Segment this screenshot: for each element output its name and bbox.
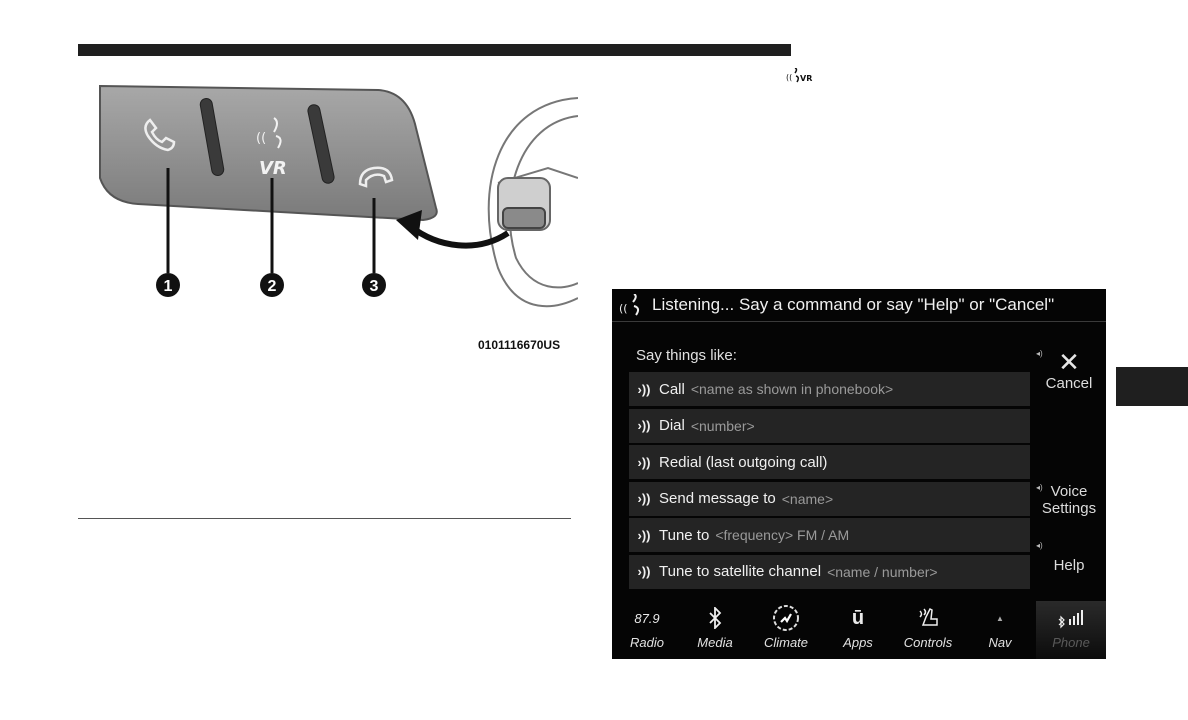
uconnect-voice-screen: (( Listening... Say a command or say "He… bbox=[612, 289, 1106, 659]
radio-frequency: 87.9 bbox=[634, 610, 660, 626]
voice-settings-label-line1: Voice bbox=[1050, 483, 1088, 500]
command-text: Tune to bbox=[659, 526, 710, 544]
nav-label: Media bbox=[697, 635, 733, 650]
command-dial[interactable]: ›)) Dial <number> bbox=[629, 408, 1030, 443]
uconnect-apps-icon: ū bbox=[851, 606, 865, 629]
command-call[interactable]: ›)) Call <name as shown in phonebook> bbox=[629, 372, 1030, 406]
nav-media[interactable]: Media bbox=[680, 601, 750, 659]
steering-wheel-drawing bbox=[487, 97, 578, 308]
command-hint: <name / number> bbox=[827, 563, 938, 580]
callout-3: 3 bbox=[362, 273, 386, 297]
listening-prompt: Listening... Say a command or say "Help"… bbox=[652, 295, 1055, 314]
button-panel bbox=[99, 84, 438, 222]
callout-1: 1 bbox=[156, 273, 180, 297]
command-send-message[interactable]: ›)) Send message to <name> bbox=[629, 481, 1030, 516]
nav-icon: ▲ bbox=[996, 613, 1004, 623]
steering-wheel-voice-buttons-illustration: (( VR 1 2 3 bbox=[99, 84, 578, 308]
nav-label: Nav bbox=[988, 635, 1012, 650]
cancel-label: Cancel bbox=[1045, 375, 1093, 392]
command-hint: <number> bbox=[690, 417, 755, 434]
command-text: Call bbox=[659, 380, 685, 398]
section-divider bbox=[78, 518, 571, 519]
speaker-icon: ›)) bbox=[637, 491, 651, 507]
speaker-icon: ›)) bbox=[637, 527, 651, 543]
speaker-icon: ›)) bbox=[637, 381, 651, 397]
svg-text:2: 2 bbox=[268, 278, 277, 295]
speaker-icon: ›)) bbox=[637, 564, 651, 580]
svg-text:3: 3 bbox=[370, 278, 379, 295]
phone-hangup-icon bbox=[358, 166, 394, 188]
command-text: Tune to satellite channel bbox=[659, 563, 822, 581]
nav-label: Phone bbox=[1052, 635, 1090, 650]
bottom-nav-bar: 87.9 Radio Media Climate ū Apps Controls bbox=[612, 601, 1106, 659]
inline-vr-icon: (( VR bbox=[786, 68, 812, 83]
svg-text:VR: VR bbox=[800, 74, 812, 83]
command-text: Send message to bbox=[659, 490, 776, 508]
nav-controls[interactable]: Controls bbox=[893, 601, 963, 659]
nav-nav[interactable]: ▲ Nav bbox=[965, 601, 1035, 659]
svg-text:((: (( bbox=[256, 131, 266, 146]
voice-settings-button[interactable]: ◂) Voice Settings bbox=[1032, 483, 1106, 517]
help-label: Help bbox=[1053, 557, 1085, 574]
callout-2: 2 bbox=[260, 273, 284, 297]
bluetooth-icon bbox=[680, 601, 750, 635]
command-hint: <name> bbox=[781, 490, 834, 507]
nav-apps[interactable]: ū Apps bbox=[823, 601, 893, 659]
screen-header: (( Listening... Say a command or say "He… bbox=[612, 289, 1106, 322]
svg-text:1: 1 bbox=[164, 278, 173, 295]
nav-label: Climate bbox=[763, 635, 809, 650]
command-text: Dial bbox=[659, 417, 685, 435]
speaker-icon: ›)) bbox=[637, 418, 651, 434]
controls-icon bbox=[893, 601, 963, 635]
command-text: Redial (last outgoing call) bbox=[659, 453, 828, 471]
command-hint: <name as shown in phonebook> bbox=[690, 381, 894, 397]
phone-answer-icon bbox=[144, 118, 176, 152]
vr-label: VR bbox=[259, 158, 287, 179]
small-speaker-icon: ◂) bbox=[1036, 483, 1043, 492]
voice-recognition-icon: (( bbox=[612, 289, 652, 321]
cancel-button[interactable]: ◂) ✕ Cancel bbox=[1032, 349, 1106, 392]
close-icon: ✕ bbox=[1058, 347, 1080, 377]
command-redial[interactable]: ›)) Redial (last outgoing call) bbox=[629, 445, 1030, 480]
top-header-bar bbox=[78, 44, 791, 56]
small-speaker-icon: ◂) bbox=[1036, 349, 1043, 358]
nav-label: Radio bbox=[630, 635, 664, 650]
say-things-label: Say things like: bbox=[636, 347, 737, 364]
phone-signal-icon bbox=[1036, 601, 1106, 635]
chapter-side-tab bbox=[1116, 367, 1188, 406]
pointer-arrow bbox=[408, 223, 510, 249]
command-tune-to[interactable]: ›)) Tune to <frequency> FM / AM bbox=[629, 518, 1030, 553]
speaker-icon: ›)) bbox=[637, 454, 651, 470]
nav-climate[interactable]: Climate bbox=[751, 601, 821, 659]
command-hint: <frequency> FM / AM bbox=[715, 527, 850, 544]
svg-text:((: (( bbox=[786, 73, 792, 82]
voice-settings-label-line2: Settings bbox=[1041, 500, 1097, 517]
climate-icon bbox=[751, 601, 821, 635]
nav-label: Controls bbox=[903, 635, 953, 650]
command-tune-satellite[interactable]: ›)) Tune to satellite channel <name / nu… bbox=[629, 554, 1030, 589]
nav-radio[interactable]: 87.9 Radio bbox=[612, 601, 682, 659]
figure-part-number: 0101116670US bbox=[478, 338, 561, 352]
help-button[interactable]: ◂) Help bbox=[1032, 541, 1106, 574]
voice-recognition-icon: (( VR bbox=[256, 117, 287, 179]
svg-text:((: (( bbox=[619, 302, 628, 315]
command-list: ›)) Call <name as shown in phonebook> ›)… bbox=[629, 372, 1030, 592]
nav-phone[interactable]: Phone bbox=[1036, 601, 1106, 659]
nav-label: Apps bbox=[843, 635, 873, 650]
small-speaker-icon: ◂) bbox=[1036, 541, 1043, 550]
